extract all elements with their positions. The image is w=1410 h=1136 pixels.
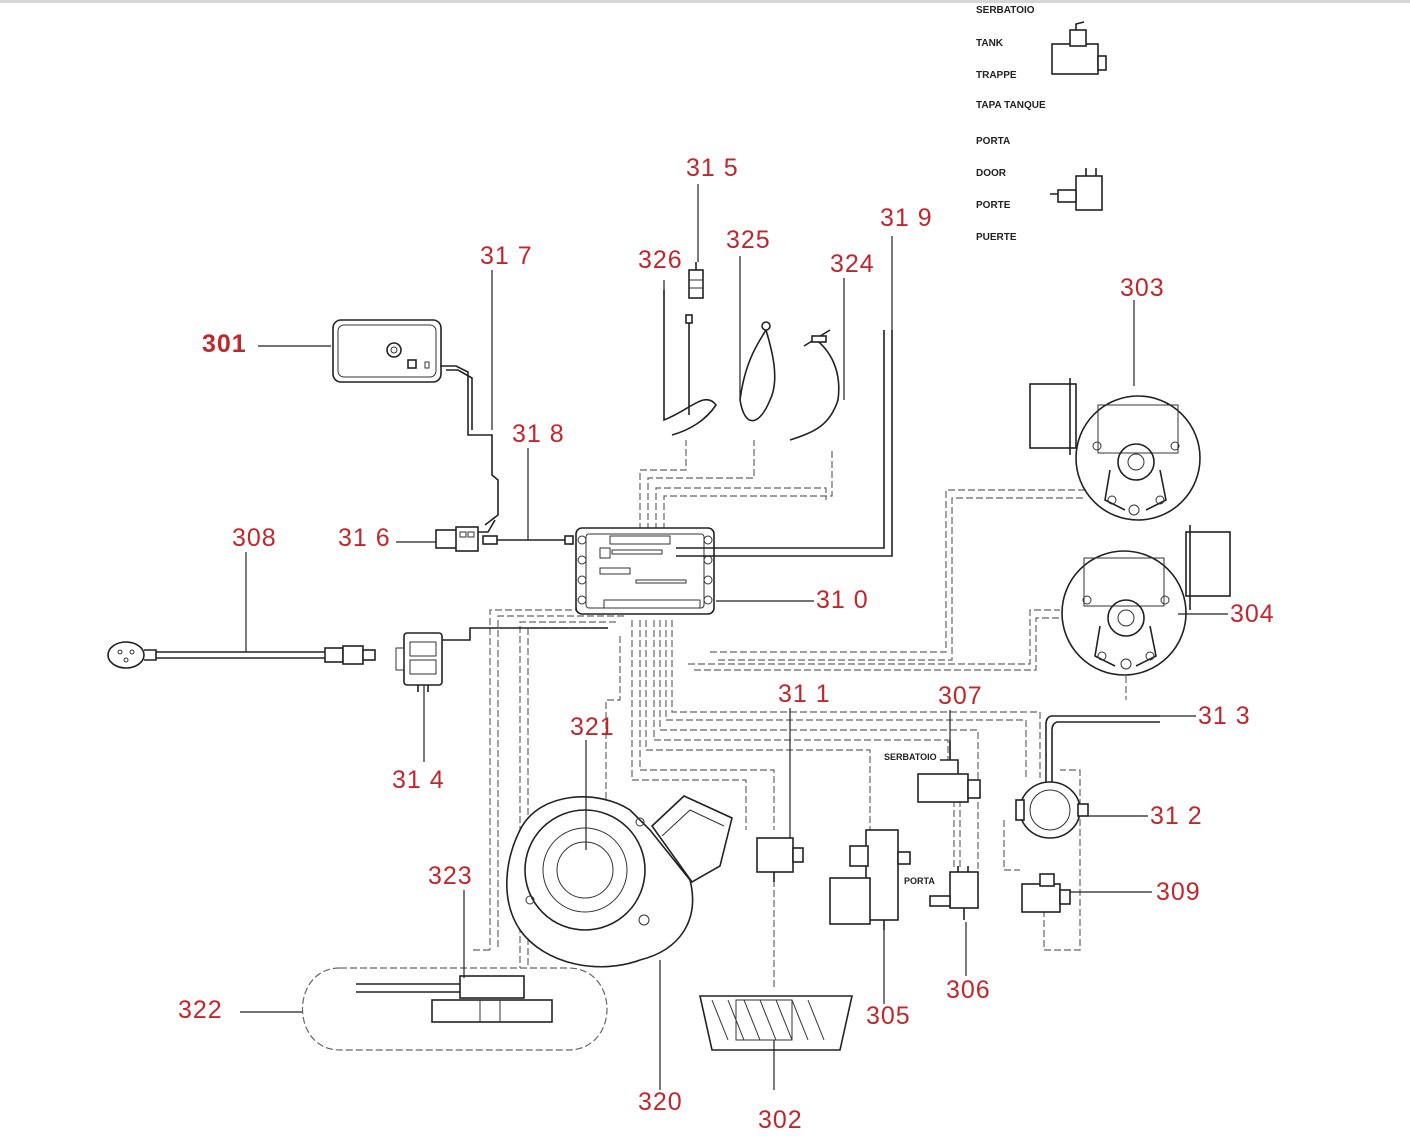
- part-label-325: 325: [726, 226, 771, 254]
- part-label-308: 308: [232, 524, 277, 552]
- cable-318: [482, 535, 574, 545]
- tank-microswitch: [917, 740, 981, 803]
- power-cord: [107, 641, 376, 669]
- legend-door: PORTA DOOR PORTE PUERTE: [976, 136, 1017, 243]
- part-label-326: 326: [638, 246, 683, 274]
- part-label-311: 31 1: [778, 680, 831, 708]
- part-label-323: 323: [428, 862, 473, 890]
- part-label-314: 31 4: [392, 766, 445, 794]
- part-label-310: 31 0: [816, 586, 869, 614]
- part-label-318: 31 8: [512, 420, 565, 448]
- tank-switch-icon: [1051, 21, 1107, 75]
- safety-thermostat: [756, 837, 804, 882]
- combustion-fan-upper: [1029, 378, 1201, 521]
- door-switch-icon: [1050, 168, 1103, 211]
- legend-tank: SERBATOIO TANK TRAPPE TAPA TANQUE: [976, 5, 1046, 111]
- part-label-302: 302: [758, 1106, 803, 1134]
- part-label-313: 31 3: [1198, 702, 1251, 730]
- legend-door-0: PORTA: [976, 136, 1010, 147]
- top-border: [0, 0, 1410, 3]
- part-label-307: 307: [938, 682, 983, 710]
- door-microswitch: [929, 866, 979, 920]
- part-label-301: 301: [202, 330, 247, 358]
- part-label-317: 31 7: [480, 242, 533, 270]
- part-label-319: 31 9: [880, 204, 933, 232]
- inline-label-serbatoio: SERBATOIO: [884, 752, 937, 762]
- ventilation-fan: [699, 995, 853, 1051]
- pressure-switch: [1015, 715, 1160, 839]
- solenoid-valve: [1021, 873, 1071, 913]
- sensors: [663, 262, 840, 441]
- main-blower: [506, 795, 733, 968]
- wiring-harness: [470, 440, 1086, 990]
- part-label-309: 309: [1156, 878, 1201, 906]
- part-label-315: 31 5: [686, 154, 739, 182]
- legend-door-2: PORTE: [976, 200, 1011, 211]
- leader-lines: [240, 184, 1228, 1090]
- part-label-321: 321: [570, 713, 615, 741]
- part-label-305: 305: [866, 1002, 911, 1030]
- part-label-316: 31 6: [338, 524, 391, 552]
- part-label-303: 303: [1120, 274, 1165, 302]
- display-panel: [332, 319, 499, 526]
- legend-tank-3: TAPA TANQUE: [976, 100, 1046, 111]
- power-socket: [395, 627, 608, 692]
- combustion-fan-lower: [1061, 525, 1231, 700]
- legend-tank-2: TRAPPE: [976, 70, 1017, 81]
- part-label-306: 306: [946, 976, 991, 1004]
- legend-tank-0: SERBATOIO: [976, 5, 1035, 16]
- connector-316: [435, 519, 496, 552]
- inline-label-porta: PORTA: [904, 876, 935, 886]
- part-label-324: 324: [830, 250, 875, 278]
- igniter-assembly: [301, 967, 608, 1051]
- legend-door-3: PUERTE: [976, 232, 1017, 243]
- legend-tank-1: TANK: [976, 38, 1004, 49]
- part-label-304: 304: [1230, 600, 1275, 628]
- control-board: [575, 330, 893, 615]
- part-label-312: 31 2: [1150, 802, 1203, 830]
- part-labels: 301 302 303 304 305 306 307 308 309 31 0…: [178, 154, 1275, 1134]
- legend-door-1: DOOR: [976, 168, 1007, 179]
- part-label-320: 320: [638, 1088, 683, 1116]
- part-label-322: 322: [178, 996, 223, 1024]
- gear-motor: [829, 829, 911, 930]
